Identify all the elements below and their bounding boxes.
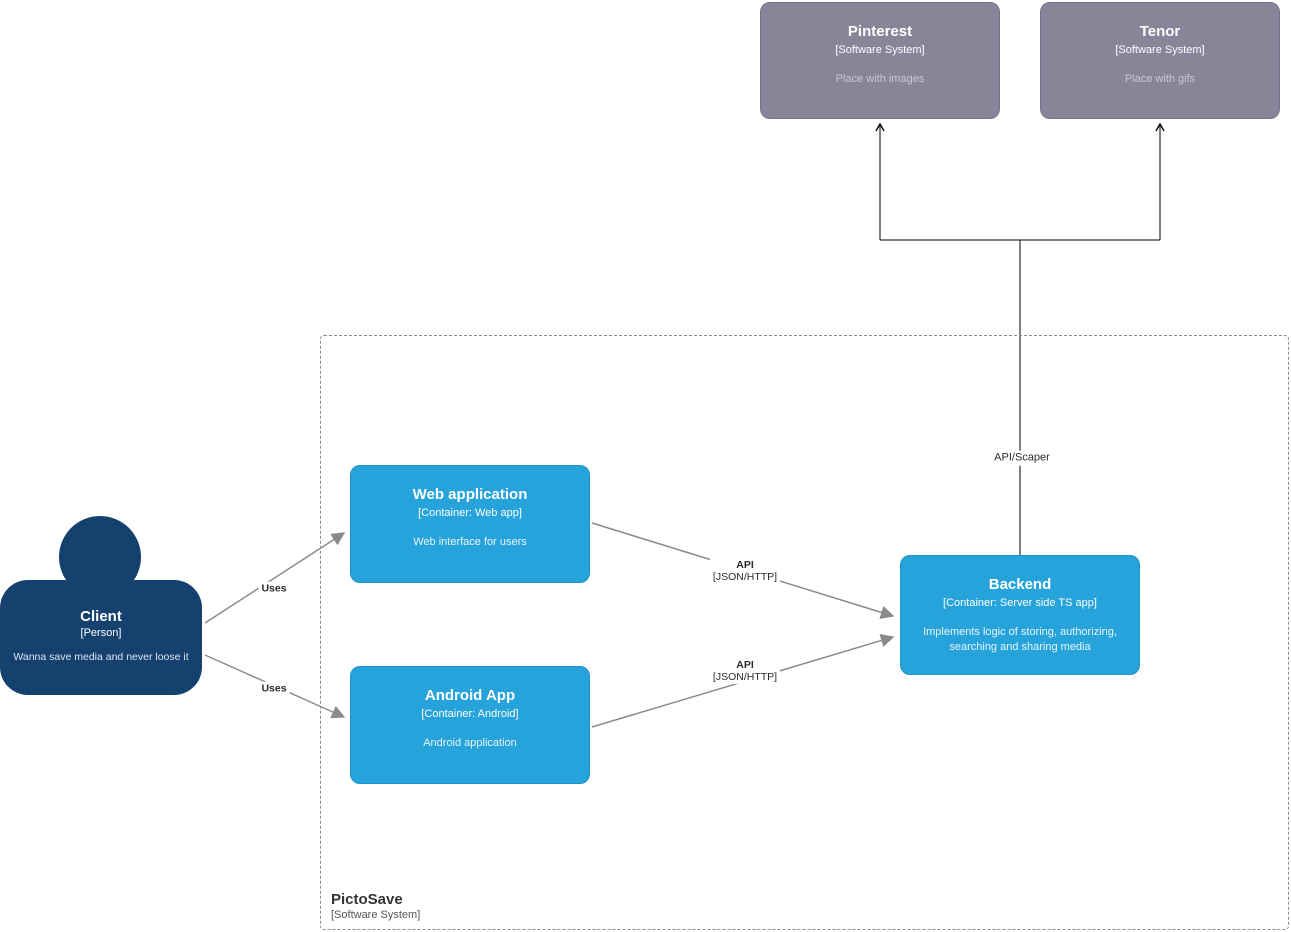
edge-label-text: API/Scaper (994, 451, 1050, 464)
container-name: Backend (988, 576, 1052, 593)
system-name: Pinterest (847, 23, 913, 40)
person-meta: [Person] (80, 627, 122, 639)
edge-label-text: API (736, 558, 754, 571)
system-description: Place with images (835, 73, 925, 85)
person-name: Client (80, 608, 122, 625)
edge-label-backend-external: API/Scaper (991, 450, 1053, 466)
boundary-name: PictoSave (331, 891, 403, 908)
container-description: Android application (423, 737, 517, 749)
container-meta: [Container: Web app] (418, 507, 522, 519)
person-description: Wanna save media and never loose it (13, 651, 189, 663)
edge-label-text: Uses (261, 682, 287, 695)
system-name: Tenor (1139, 23, 1181, 40)
edge-label-client-android: Uses (258, 681, 290, 697)
container-backend: Backend [Container: Server side TS app] … (900, 555, 1140, 675)
edge-label-web-backend: API [JSON/HTTP] (709, 557, 781, 585)
edge-sublabel-text: [JSON/HTTP] (712, 671, 778, 683)
container-description: Implements logic of storing, authorizing… (923, 626, 1117, 653)
edge-label-client-web: Uses (258, 581, 290, 597)
container-web-application: Web application [Container: Web app] Web… (350, 465, 590, 583)
container-name: Web application (412, 486, 528, 503)
edge-label-text: Uses (261, 582, 287, 595)
external-system-pinterest: Pinterest [Software System] Place with i… (760, 2, 1000, 119)
boundary-pictosave: PictoSave [Software System] (320, 335, 1289, 930)
container-meta: [Container: Server side TS app] (943, 597, 1097, 609)
edge-label-text: API (736, 658, 754, 671)
container-name: Android App (424, 687, 516, 704)
system-meta: [Software System] (835, 44, 925, 56)
container-description: Web interface for users (413, 536, 527, 548)
boundary-meta: [Software System] (331, 909, 421, 921)
container-meta: [Container: Android] (421, 708, 519, 720)
edge-sublabel-text: [JSON/HTTP] (712, 571, 778, 583)
external-system-tenor: Tenor [Software System] Place with gifs (1040, 2, 1280, 119)
system-meta: [Software System] (1115, 44, 1205, 56)
system-description: Place with gifs (1124, 73, 1196, 85)
person-body: Client [Person] Wanna save media and nev… (0, 580, 202, 695)
edge-label-android-backend: API [JSON/HTTP] (709, 657, 781, 685)
container-android-app: Android App [Container: Android] Android… (350, 666, 590, 784)
boundary-label: PictoSave [Software System] (331, 891, 420, 921)
